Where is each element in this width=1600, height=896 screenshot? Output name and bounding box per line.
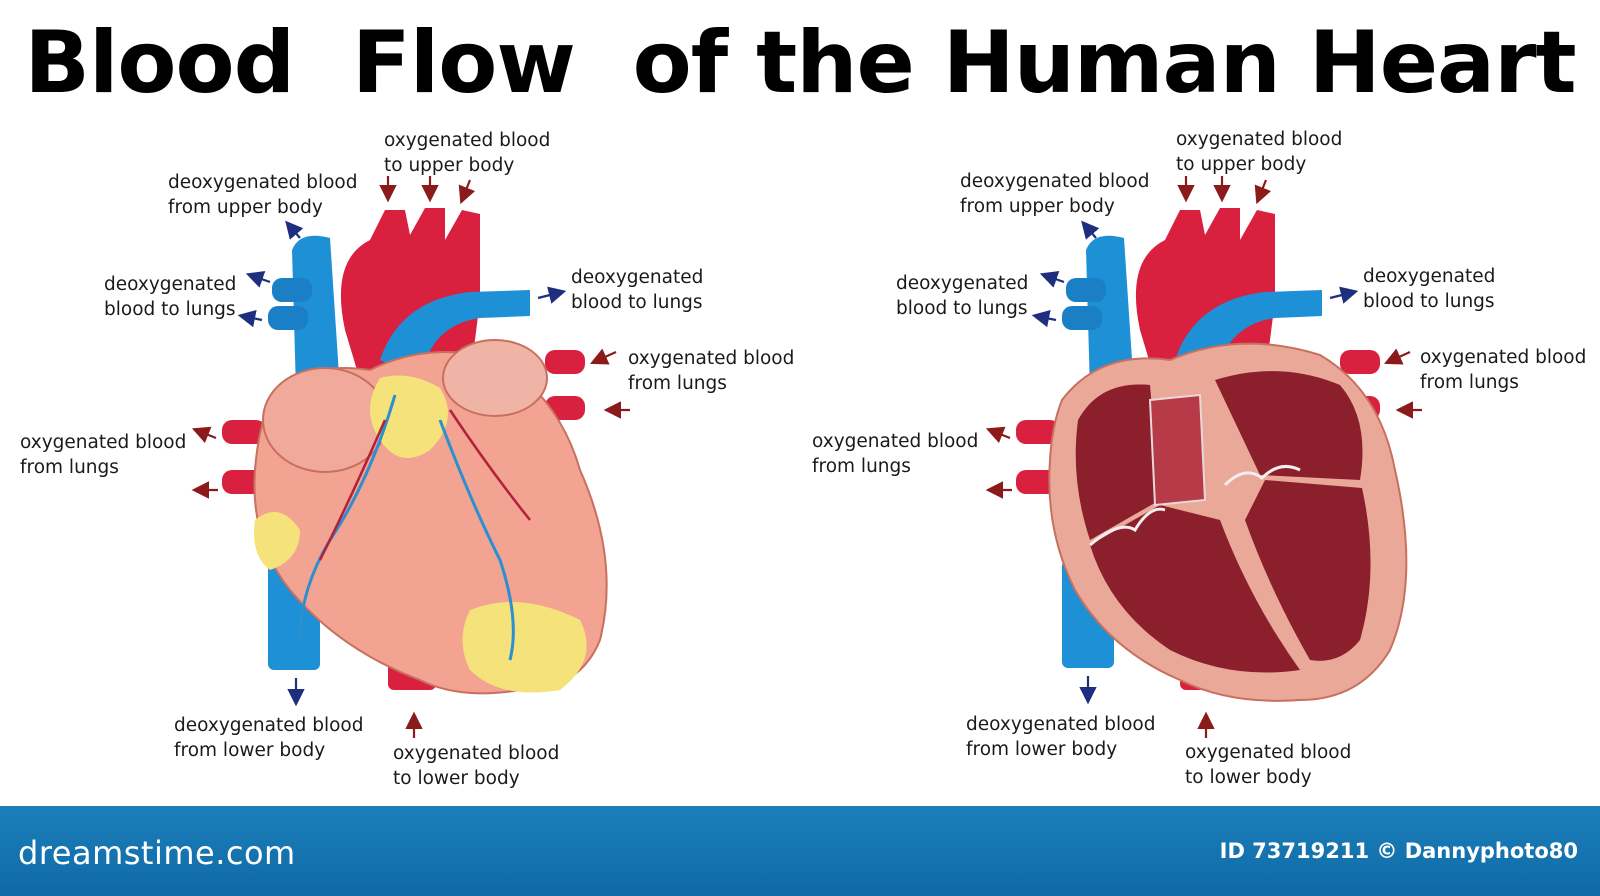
label-line: deoxygenated — [1363, 266, 1496, 287]
fat-deposit-3 — [254, 512, 300, 570]
right-ventricle-chamber — [1090, 505, 1300, 673]
label-line: blood to lungs — [1363, 291, 1495, 312]
label-line: from lower body — [174, 740, 326, 761]
label-line: deoxygenated blood — [966, 714, 1156, 735]
label-line: deoxygenated — [571, 267, 704, 288]
label-line: oxygenated blood — [393, 743, 560, 764]
fat-deposit-1 — [370, 375, 448, 458]
diagram-artwork — [191, 176, 1422, 738]
footer-bar: dreamstime.com ID 73719211 © Dannyphoto8… — [0, 806, 1600, 896]
superior-vena-cava-section — [1086, 235, 1134, 390]
pulmonary-vein-left-1 — [222, 420, 266, 444]
right-label-oxygenated-from-lungs-left: oxygenated blood from lungs — [812, 429, 978, 479]
label-line: deoxygenated — [104, 274, 237, 295]
brand-logo[interactable]: dreamstime.com — [18, 834, 296, 872]
left-label-oxygenated-from-lungs-left: oxygenated blood from lungs — [20, 430, 186, 480]
aorta — [340, 208, 480, 380]
pulmonary-artery-branch-left-1-section — [1066, 278, 1106, 302]
cross-section-heart-illustration — [1016, 208, 1408, 702]
pulmonary-vein-right-1 — [545, 350, 585, 374]
left-label-oxygenated-to-upper-body: oxygenated blood to upper body — [384, 128, 550, 178]
aorta-section — [1135, 208, 1275, 380]
label-line: from lungs — [1420, 372, 1519, 393]
pulmonary-artery-branch-left-2 — [268, 306, 308, 330]
label-line: from upper body — [960, 196, 1115, 217]
right-label-oxygenated-to-lower-body: oxygenated blood to lower body — [1185, 740, 1351, 790]
external-heart-illustration — [222, 208, 608, 695]
left-label-deoxygenated-from-lower-body: deoxygenated blood from lower body — [174, 713, 363, 763]
label-line: oxygenated blood — [628, 348, 795, 369]
right-label-deoxygenated-from-lower-body: deoxygenated blood from lower body — [966, 712, 1155, 762]
coronary-artery-1 — [318, 419, 387, 561]
pulmonary-vein-left-1-section — [1016, 420, 1060, 444]
right-label-deoxygenated-to-lungs-left: deoxygenated blood to lungs — [896, 271, 1028, 321]
right-label-deoxygenated-to-lungs-right: deoxygenated blood to lungs — [1363, 264, 1495, 314]
right-label-oxygenated-to-upper-body: oxygenated blood to upper body — [1176, 127, 1342, 177]
left-label-oxygenated-to-lower-body: oxygenated blood to lower body — [393, 741, 559, 791]
left-label-oxygenated-from-lungs-right: oxygenated blood from lungs — [628, 346, 794, 396]
left-label-deoxygenated-to-lungs-left: deoxygenated blood to lungs — [104, 272, 236, 322]
left-ventricle-chamber — [1245, 480, 1371, 661]
left-label-deoxygenated-from-upper-body: deoxygenated blood from upper body — [168, 170, 357, 220]
page-title: Blood Flow of the Human Heart — [24, 13, 1576, 113]
label-line: deoxygenated blood — [174, 715, 364, 736]
label-line: deoxygenated blood — [960, 171, 1150, 192]
pulmonary-artery-branch-left-1 — [272, 278, 312, 302]
label-line: to upper body — [1176, 154, 1307, 175]
label-line: blood to lungs — [104, 299, 236, 320]
label-line: blood to lungs — [571, 292, 703, 313]
label-line: deoxygenated — [896, 273, 1029, 294]
label-line: from lower body — [966, 739, 1118, 760]
tricuspid-valve — [1089, 507, 1166, 547]
coronary-artery-2 — [448, 409, 531, 521]
pulmonary-vein-right-1-section — [1340, 350, 1380, 374]
label-line: to lower body — [1185, 767, 1312, 788]
label-line: blood to lungs — [896, 298, 1028, 319]
left-atrium-chamber — [1215, 371, 1363, 480]
aortic-root — [1148, 393, 1207, 507]
label-line: to lower body — [393, 768, 520, 789]
label-line: oxygenated blood — [20, 432, 187, 453]
right-atrium-chamber — [1075, 384, 1160, 540]
label-line: to upper body — [384, 155, 515, 176]
label-line: from lungs — [628, 373, 727, 394]
label-line: oxygenated blood — [384, 130, 551, 151]
label-line: deoxygenated blood — [168, 172, 358, 193]
left-label-deoxygenated-to-lungs-right: deoxygenated blood to lungs — [571, 265, 703, 315]
label-line: from lungs — [20, 457, 119, 478]
label-line: from lungs — [812, 456, 911, 477]
label-line: from upper body — [168, 197, 323, 218]
right-label-deoxygenated-from-upper-body: deoxygenated blood from upper body — [960, 169, 1149, 219]
right-flow-arrows — [985, 176, 1422, 738]
mitral-valve — [1223, 464, 1301, 487]
right-label-oxygenated-from-lungs-right: oxygenated blood from lungs — [1420, 345, 1586, 395]
label-line: oxygenated blood — [1185, 742, 1352, 763]
left-atrium — [442, 339, 548, 417]
superior-vena-cava — [292, 235, 340, 390]
pulmonary-artery-branch-left-2-section — [1062, 306, 1102, 330]
label-line: oxygenated blood — [1176, 129, 1343, 150]
fat-deposit-2 — [462, 602, 587, 693]
left-flow-arrows — [191, 176, 630, 738]
label-line: oxygenated blood — [1420, 347, 1587, 368]
label-line: oxygenated blood — [812, 431, 979, 452]
image-credit: ID 73719211 © Dannyphoto80 — [1219, 839, 1578, 863]
coronary-vein-2 — [438, 419, 515, 661]
